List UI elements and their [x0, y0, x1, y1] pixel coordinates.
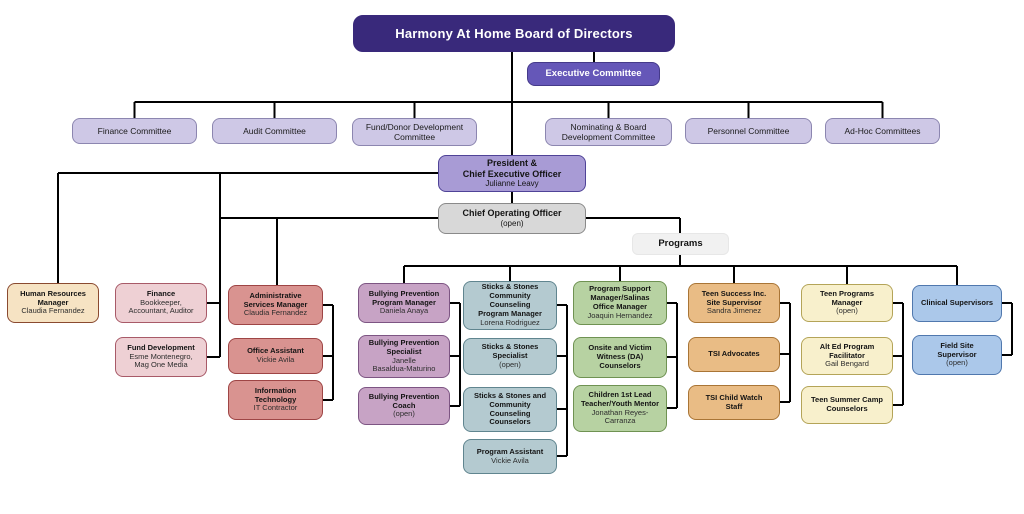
node-title: Executive Committee: [545, 68, 642, 80]
node-subtitle: (open): [500, 219, 524, 229]
node-title: Programs: [658, 238, 703, 250]
node-committee-adhoc: Ad-Hoc Committees: [825, 118, 940, 144]
node-title: Sticks & Stones Community Counseling Pro…: [478, 282, 542, 318]
node-alt-ed-facilitator: Alt Ed Program Facilitator Gail Bengard: [801, 337, 893, 375]
node-victim-witness-counselors: Onsite and Victim Witness (DA) Counselor…: [573, 337, 667, 378]
node-subtitle: (open): [836, 306, 858, 316]
node-title: Teen Programs Manager: [819, 288, 875, 307]
node-title: Nominating & Board Development Committee: [561, 121, 656, 142]
node-title: Finance: [146, 288, 176, 298]
node-title: Finance Committee: [97, 125, 172, 136]
node-title: Ad-Hoc Committees: [844, 125, 921, 136]
node-title: Fund/Donor Development Committee: [365, 121, 464, 142]
node-hr-manager: Human Resources Manager Claudia Fernande…: [7, 283, 99, 323]
node-finance: Finance Bookkeeper, Accountant, Auditor: [115, 283, 207, 323]
node-title: Bullying Prevention Specialist: [368, 337, 440, 356]
node-title: Bullying Prevention Program Manager: [368, 288, 440, 307]
node-subtitle: Esme Montenegro, Mag One Media: [129, 351, 193, 370]
node-board: Harmony At Home Board of Directors: [353, 15, 675, 52]
node-subtitle: Claudia Fernandez: [21, 306, 85, 316]
node-title: Sticks & Stones and Community Counseling…: [473, 390, 547, 427]
node-president-ceo: President & Chief Executive Officer Juli…: [438, 155, 586, 192]
node-title: TSI Advocates: [708, 349, 760, 359]
node-title: Teen Summer Camp Counselors: [811, 395, 883, 413]
node-teen-success-site-supervisor: Teen Success Inc. Site Supervisor Sandra…: [688, 283, 780, 323]
node-executive-committee: Executive Committee: [527, 62, 660, 86]
node-title: Information Technology: [254, 385, 297, 404]
node-sticks-stones-specialist: Sticks & Stones Specialist (open): [463, 338, 557, 375]
node-subtitle: Lorena Rodriguez: [480, 317, 540, 327]
node-fund-development: Fund Development Esme Montenegro, Mag On…: [115, 337, 207, 377]
node-bullying-prevention-program-manager: Bullying Prevention Program Manager Dani…: [358, 283, 450, 323]
node-field-site-supervisor: Field Site Supervisor (open): [912, 335, 1002, 375]
node-committee-fund-donor: Fund/Donor Development Committee: [352, 118, 477, 146]
node-subtitle: Gail Bengard: [825, 359, 869, 369]
node-subtitle: Jonathan Reyes- Carranza: [591, 407, 649, 426]
node-title: Sticks & Stones Specialist: [481, 342, 539, 361]
node-title: Harmony At Home Board of Directors: [395, 25, 633, 41]
node-programs: Programs: [632, 233, 729, 255]
node-subtitle: Janelle Basaldua-Maturino: [372, 355, 436, 374]
node-subtitle: Daniela Anaya: [379, 306, 429, 316]
node-title: Audit Committee: [243, 125, 306, 136]
node-program-support-manager: Program Support Manager/Salinas Office M…: [573, 281, 667, 325]
node-title: TSI Child Watch Staff: [705, 392, 763, 411]
node-subtitle: Sandra Jimenez: [706, 306, 762, 316]
node-subtitle: (open): [393, 409, 415, 419]
node-tsi-child-watch-staff: TSI Child Watch Staff: [688, 385, 780, 420]
node-subtitle: Bookkeeper, Accountant, Auditor: [128, 297, 194, 316]
node-program-assistant: Program Assistant Vickie Avila: [463, 439, 557, 474]
node-committee-nominating: Nominating & Board Development Committee: [545, 118, 672, 146]
node-information-technology: Information Technology IT Contractor: [228, 380, 323, 420]
node-title: Onsite and Victim Witness (DA) Counselor…: [588, 343, 652, 370]
node-subtitle: Vickie Avila: [256, 355, 295, 364]
node-title: Children 1st Lead Teacher/Youth Mentor: [580, 389, 660, 408]
node-title: President & Chief Executive Officer: [462, 158, 562, 179]
node-subtitle: Julianne Leavy: [485, 179, 539, 189]
node-title: Office Assistant: [247, 346, 304, 356]
node-tsi-advocates: TSI Advocates: [688, 337, 780, 372]
node-subtitle: (open): [499, 359, 521, 369]
node-committee-personnel: Personnel Committee: [685, 118, 812, 144]
node-title: Administrative Services Manager: [243, 290, 308, 309]
node-title: Fund Development: [127, 342, 195, 352]
node-title: Human Resources Manager: [20, 288, 86, 307]
node-title: Program Support Manager/Salinas Office M…: [589, 284, 651, 311]
node-subtitle: IT Contractor: [253, 403, 298, 413]
node-committee-audit: Audit Committee: [212, 118, 337, 144]
node-subtitle: Vickie Avila: [491, 455, 529, 465]
node-teen-programs-manager: Teen Programs Manager (open): [801, 284, 893, 322]
node-title: Bullying Prevention Coach: [368, 391, 440, 410]
node-committee-finance: Finance Committee: [72, 118, 197, 144]
node-sticks-stones-counselors: Sticks & Stones and Community Counseling…: [463, 387, 557, 432]
node-sticks-stones-program-manager: Sticks & Stones Community Counseling Pro…: [463, 281, 557, 330]
node-subtitle: Claudia Fernandez: [243, 308, 308, 318]
node-title: Clinical Supervisors: [920, 298, 994, 308]
node-bullying-prevention-specialist: Bullying Prevention Specialist Janelle B…: [358, 335, 450, 378]
node-bullying-prevention-coach: Bullying Prevention Coach (open): [358, 387, 450, 425]
node-coo: Chief Operating Officer (open): [438, 203, 586, 234]
node-teen-summer-camp-counselors: Teen Summer Camp Counselors: [801, 386, 893, 424]
node-children-first-lead-teacher: Children 1st Lead Teacher/Youth Mentor J…: [573, 385, 667, 432]
node-title: Alt Ed Program Facilitator: [819, 341, 875, 360]
node-office-assistant: Office Assistant Vickie Avila: [228, 338, 323, 374]
node-title: Teen Success Inc. Site Supervisor: [701, 288, 767, 307]
node-title: Field Site Supervisor: [937, 340, 977, 359]
node-subtitle: Joaquin Hernandez: [587, 310, 653, 320]
node-title: Chief Operating Officer: [462, 208, 562, 219]
node-title: Personnel Committee: [707, 125, 790, 136]
node-title: Program Assistant: [476, 446, 544, 456]
node-admin-services-manager: Administrative Services Manager Claudia …: [228, 285, 323, 325]
node-clinical-supervisors: Clinical Supervisors: [912, 285, 1002, 322]
node-subtitle: (open): [946, 358, 968, 368]
